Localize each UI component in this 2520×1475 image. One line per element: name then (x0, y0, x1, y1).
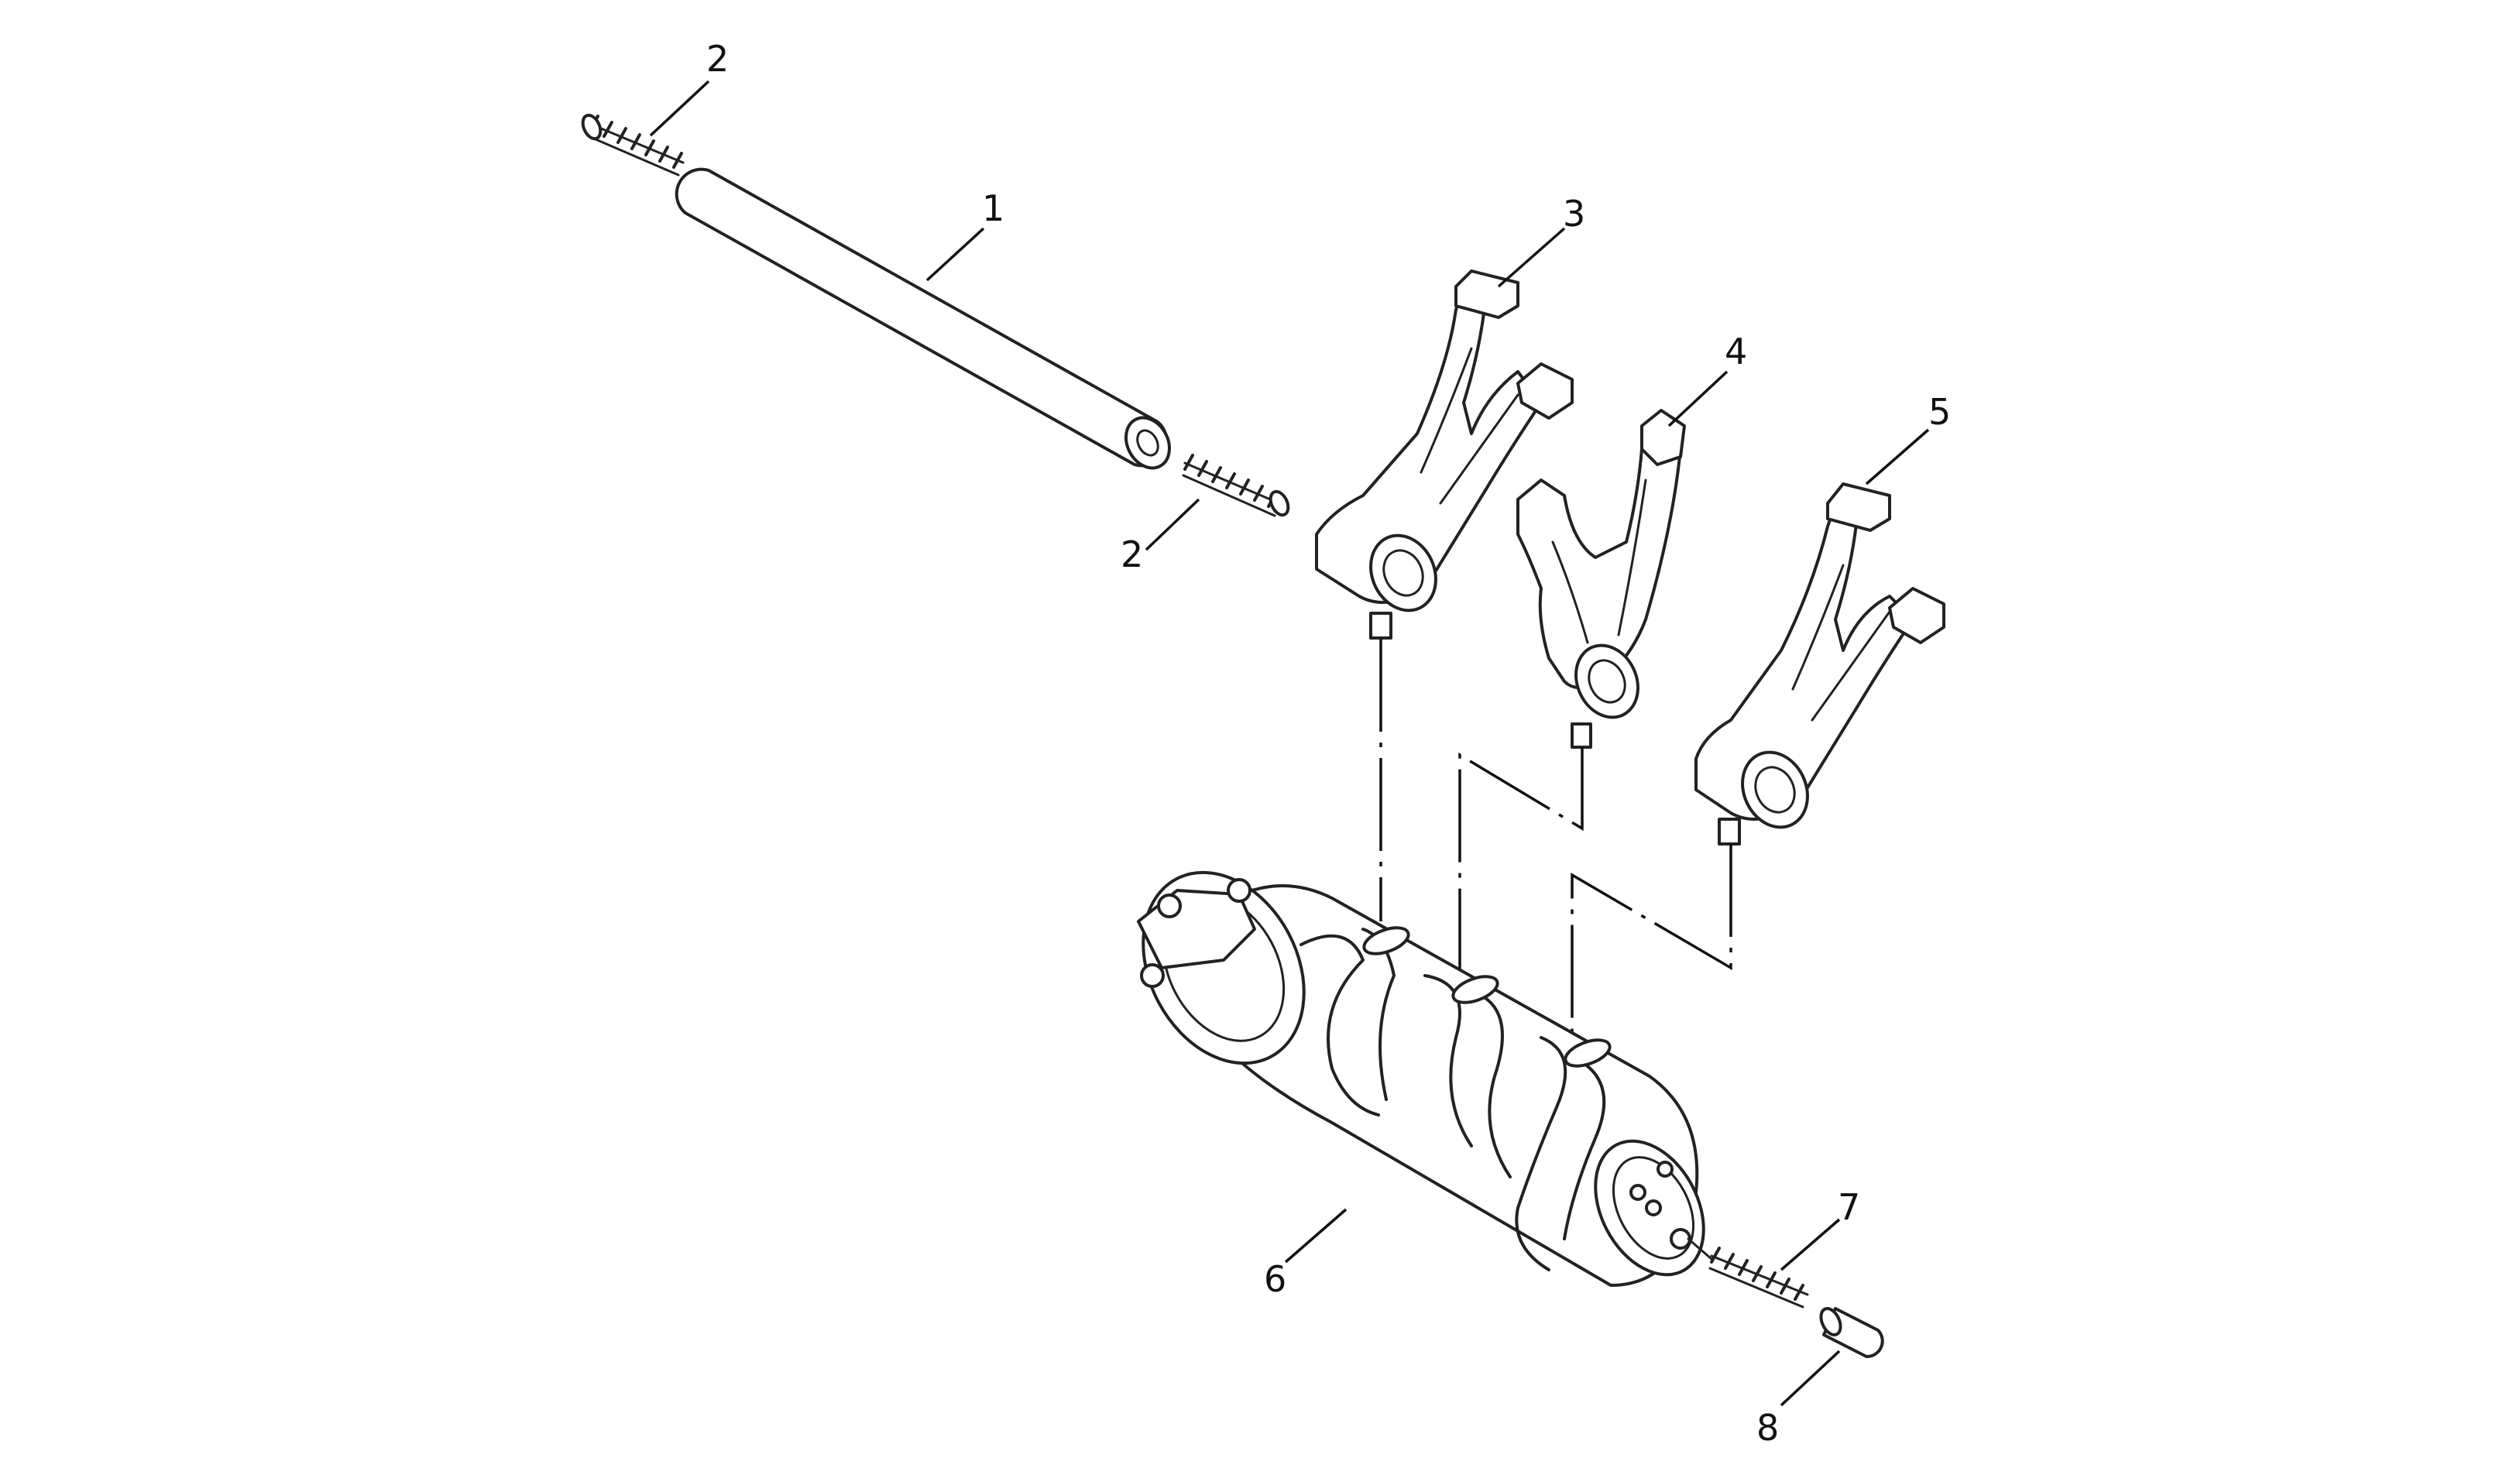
leader-lines (649, 80, 1930, 1407)
callout-2-top: 2 (706, 38, 729, 80)
shift-drum (1137, 870, 1705, 1287)
shift-fork-center (1516, 409, 1686, 749)
pin (1819, 1307, 1884, 1359)
callout-6: 6 (1264, 1258, 1286, 1300)
callout-5: 5 (1928, 391, 1951, 433)
shift-fork-right (1694, 482, 1945, 846)
callout-4: 4 (1725, 331, 1747, 372)
callout-7: 7 (1838, 1186, 1860, 1228)
guide-lines (1379, 639, 1732, 1053)
shift-fork-shaft (675, 167, 1171, 470)
callout-3: 3 (1563, 193, 1585, 235)
callout-labels: 2 1 3 4 5 2 6 7 8 (706, 38, 1951, 1449)
spring-middle (1182, 454, 1290, 517)
callout-2-middle: 2 (1121, 533, 1143, 575)
spring-drum (1687, 1237, 1809, 1309)
spring-top (581, 113, 685, 177)
callout-1: 1 (982, 187, 1004, 229)
callout-8: 8 (1756, 1407, 1779, 1449)
shift-fork-left (1315, 269, 1574, 640)
